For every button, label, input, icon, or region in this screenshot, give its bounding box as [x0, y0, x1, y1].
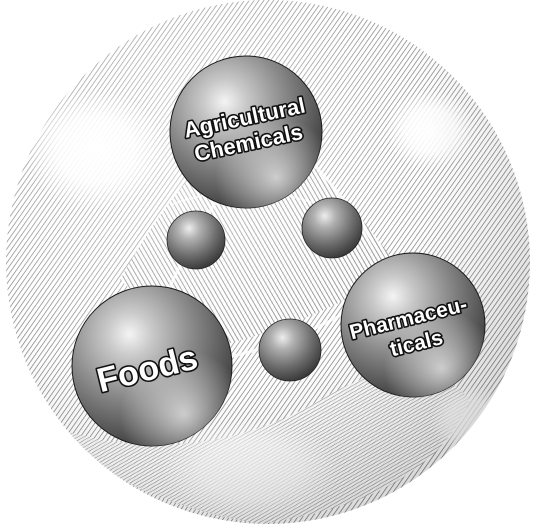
pharmaceuticals-sphere: Pharmaceu- ticals: [341, 253, 485, 397]
foods-sphere: Foods: [72, 286, 232, 446]
connector-sphere-bottom: [259, 319, 321, 381]
connector-sphere-left: [167, 211, 225, 269]
connector-sphere-right: [302, 198, 362, 258]
agricultural-chemicals-sphere: Agricultural Chemicals: [170, 56, 322, 208]
